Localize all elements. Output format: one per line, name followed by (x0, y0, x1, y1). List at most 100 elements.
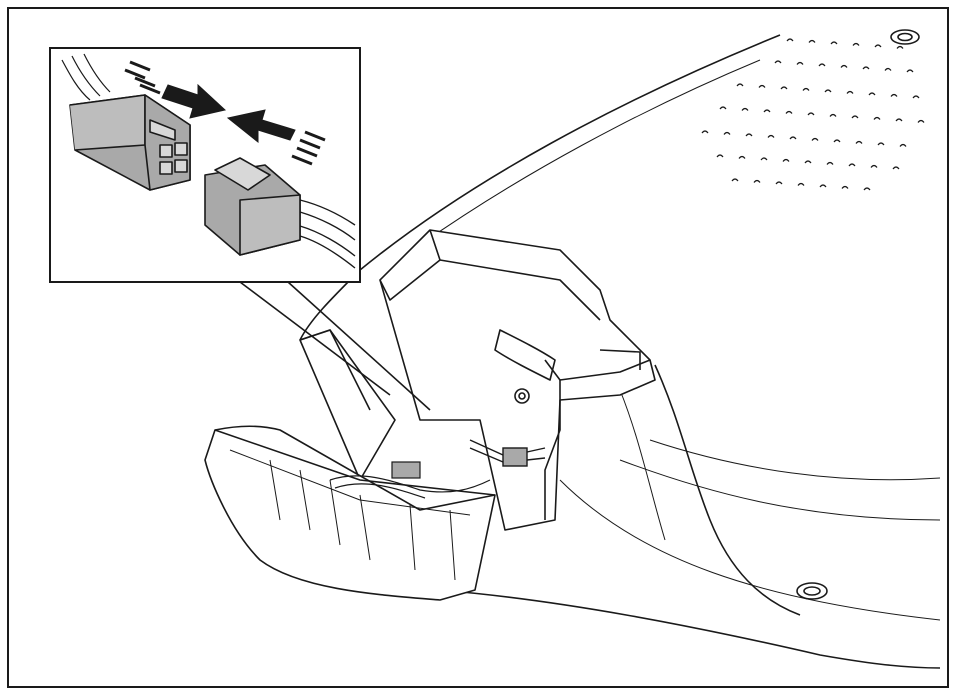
vent-dot (775, 181, 783, 185)
pin-socket-1 (159, 144, 173, 158)
plug-right-latch (214, 157, 271, 191)
shell-rear-ridge-2 (619, 389, 666, 541)
vent-dot (895, 118, 903, 122)
plug-right-wire-2 (299, 211, 356, 241)
leader-line-1 (239, 281, 391, 396)
cover-rim-inner (229, 449, 471, 516)
vent-dot (873, 116, 881, 120)
vent-dot (738, 155, 746, 159)
battery-housing (379, 229, 656, 531)
housing-handle-slot (494, 329, 556, 381)
plug-right-wire-3 (299, 225, 356, 257)
vent-dot (884, 67, 892, 71)
vent-dot (863, 187, 871, 191)
pin-socket-4 (174, 159, 188, 173)
cover-wire-1 (329, 475, 491, 493)
vent-dot (890, 93, 898, 97)
vent-grille (701, 38, 925, 191)
housing-notch (599, 349, 641, 370)
cover-rim (214, 429, 496, 496)
pin-socket-3 (159, 161, 173, 175)
mount-hole-bottom-inner (803, 586, 821, 596)
cover-wire-2 (334, 483, 426, 499)
vent-dot (852, 42, 860, 46)
vent-dot (785, 110, 793, 114)
vent-dot (780, 86, 788, 90)
housing-top-lip (429, 229, 601, 321)
arrow-left-icon (226, 109, 326, 166)
vent-dot (840, 64, 848, 68)
vent-dot (868, 92, 876, 96)
vent-dot (851, 115, 859, 119)
bay-connector-plug (502, 447, 528, 467)
vent-dot (804, 160, 812, 164)
vent-dot (760, 157, 768, 161)
bay-connector (469, 439, 546, 467)
shell-outer-edge (299, 34, 781, 341)
vent-dot (741, 107, 749, 111)
plug-right-face (239, 194, 301, 256)
vent-dot (906, 69, 914, 73)
shell-contour-1 (619, 459, 941, 521)
shell-contour-3 (559, 479, 941, 621)
vent-dot (819, 184, 827, 188)
vent-dot (833, 139, 841, 143)
vent-dot (716, 154, 724, 158)
vent-dot (811, 137, 819, 141)
plug-right-wire-1 (299, 199, 356, 226)
cover-connector-plug (391, 461, 421, 479)
vent-dot (731, 178, 739, 182)
vent-dot (824, 89, 832, 93)
bay-connector-lead (526, 447, 546, 461)
plug-right (204, 157, 356, 269)
vent-dot (808, 39, 816, 43)
vent-dot (797, 182, 805, 186)
latch-slot (149, 119, 176, 141)
shell-inner-rim (419, 59, 761, 246)
vent-dot (826, 161, 834, 165)
vent-dot (829, 113, 837, 117)
cover-inner-edge (299, 329, 371, 411)
vent-dot (753, 179, 761, 183)
vent-dot (862, 66, 870, 70)
vent-dot (723, 131, 731, 135)
callout-leader (239, 281, 431, 411)
shell-rear-ridge (654, 364, 801, 616)
arrow-in-motion-lines (124, 60, 161, 95)
vent-dot (736, 83, 744, 87)
vent-dot (701, 130, 709, 134)
screw-slot (518, 392, 526, 400)
plug-left-wire-1 (61, 59, 91, 101)
vent-dot (745, 133, 753, 137)
arrow-in-head (161, 83, 227, 119)
housing-body (379, 229, 656, 531)
vent-dot (874, 44, 882, 48)
vent-dot (807, 112, 815, 116)
vent-dot (877, 142, 885, 146)
vent-dot (719, 106, 727, 110)
vent-dot (758, 84, 766, 88)
vent-dot (848, 163, 856, 167)
mower-shell (299, 29, 941, 669)
leader-line-2 (287, 281, 431, 411)
vent-dot (818, 63, 826, 67)
cover-wiring (329, 461, 491, 499)
plug-left (61, 53, 191, 191)
vent-dot (830, 41, 838, 45)
cover-shell (204, 425, 496, 601)
vent-dot (782, 158, 790, 162)
vent-dot (789, 136, 797, 140)
vent-dot (917, 119, 925, 123)
vent-dot (912, 95, 920, 99)
arrow-out-head (226, 109, 296, 144)
plug-left-wire-2 (71, 55, 101, 97)
vent-dot (870, 164, 878, 168)
housing-shoulder (544, 359, 651, 381)
arrow-out-motion-lines (291, 130, 326, 166)
vent-dot (786, 38, 794, 42)
vent-dot (774, 60, 782, 64)
housing-front-edge (544, 380, 561, 520)
vent-dot (896, 45, 904, 49)
vent-dot (892, 166, 900, 170)
shell-bottom-edge (439, 589, 941, 669)
